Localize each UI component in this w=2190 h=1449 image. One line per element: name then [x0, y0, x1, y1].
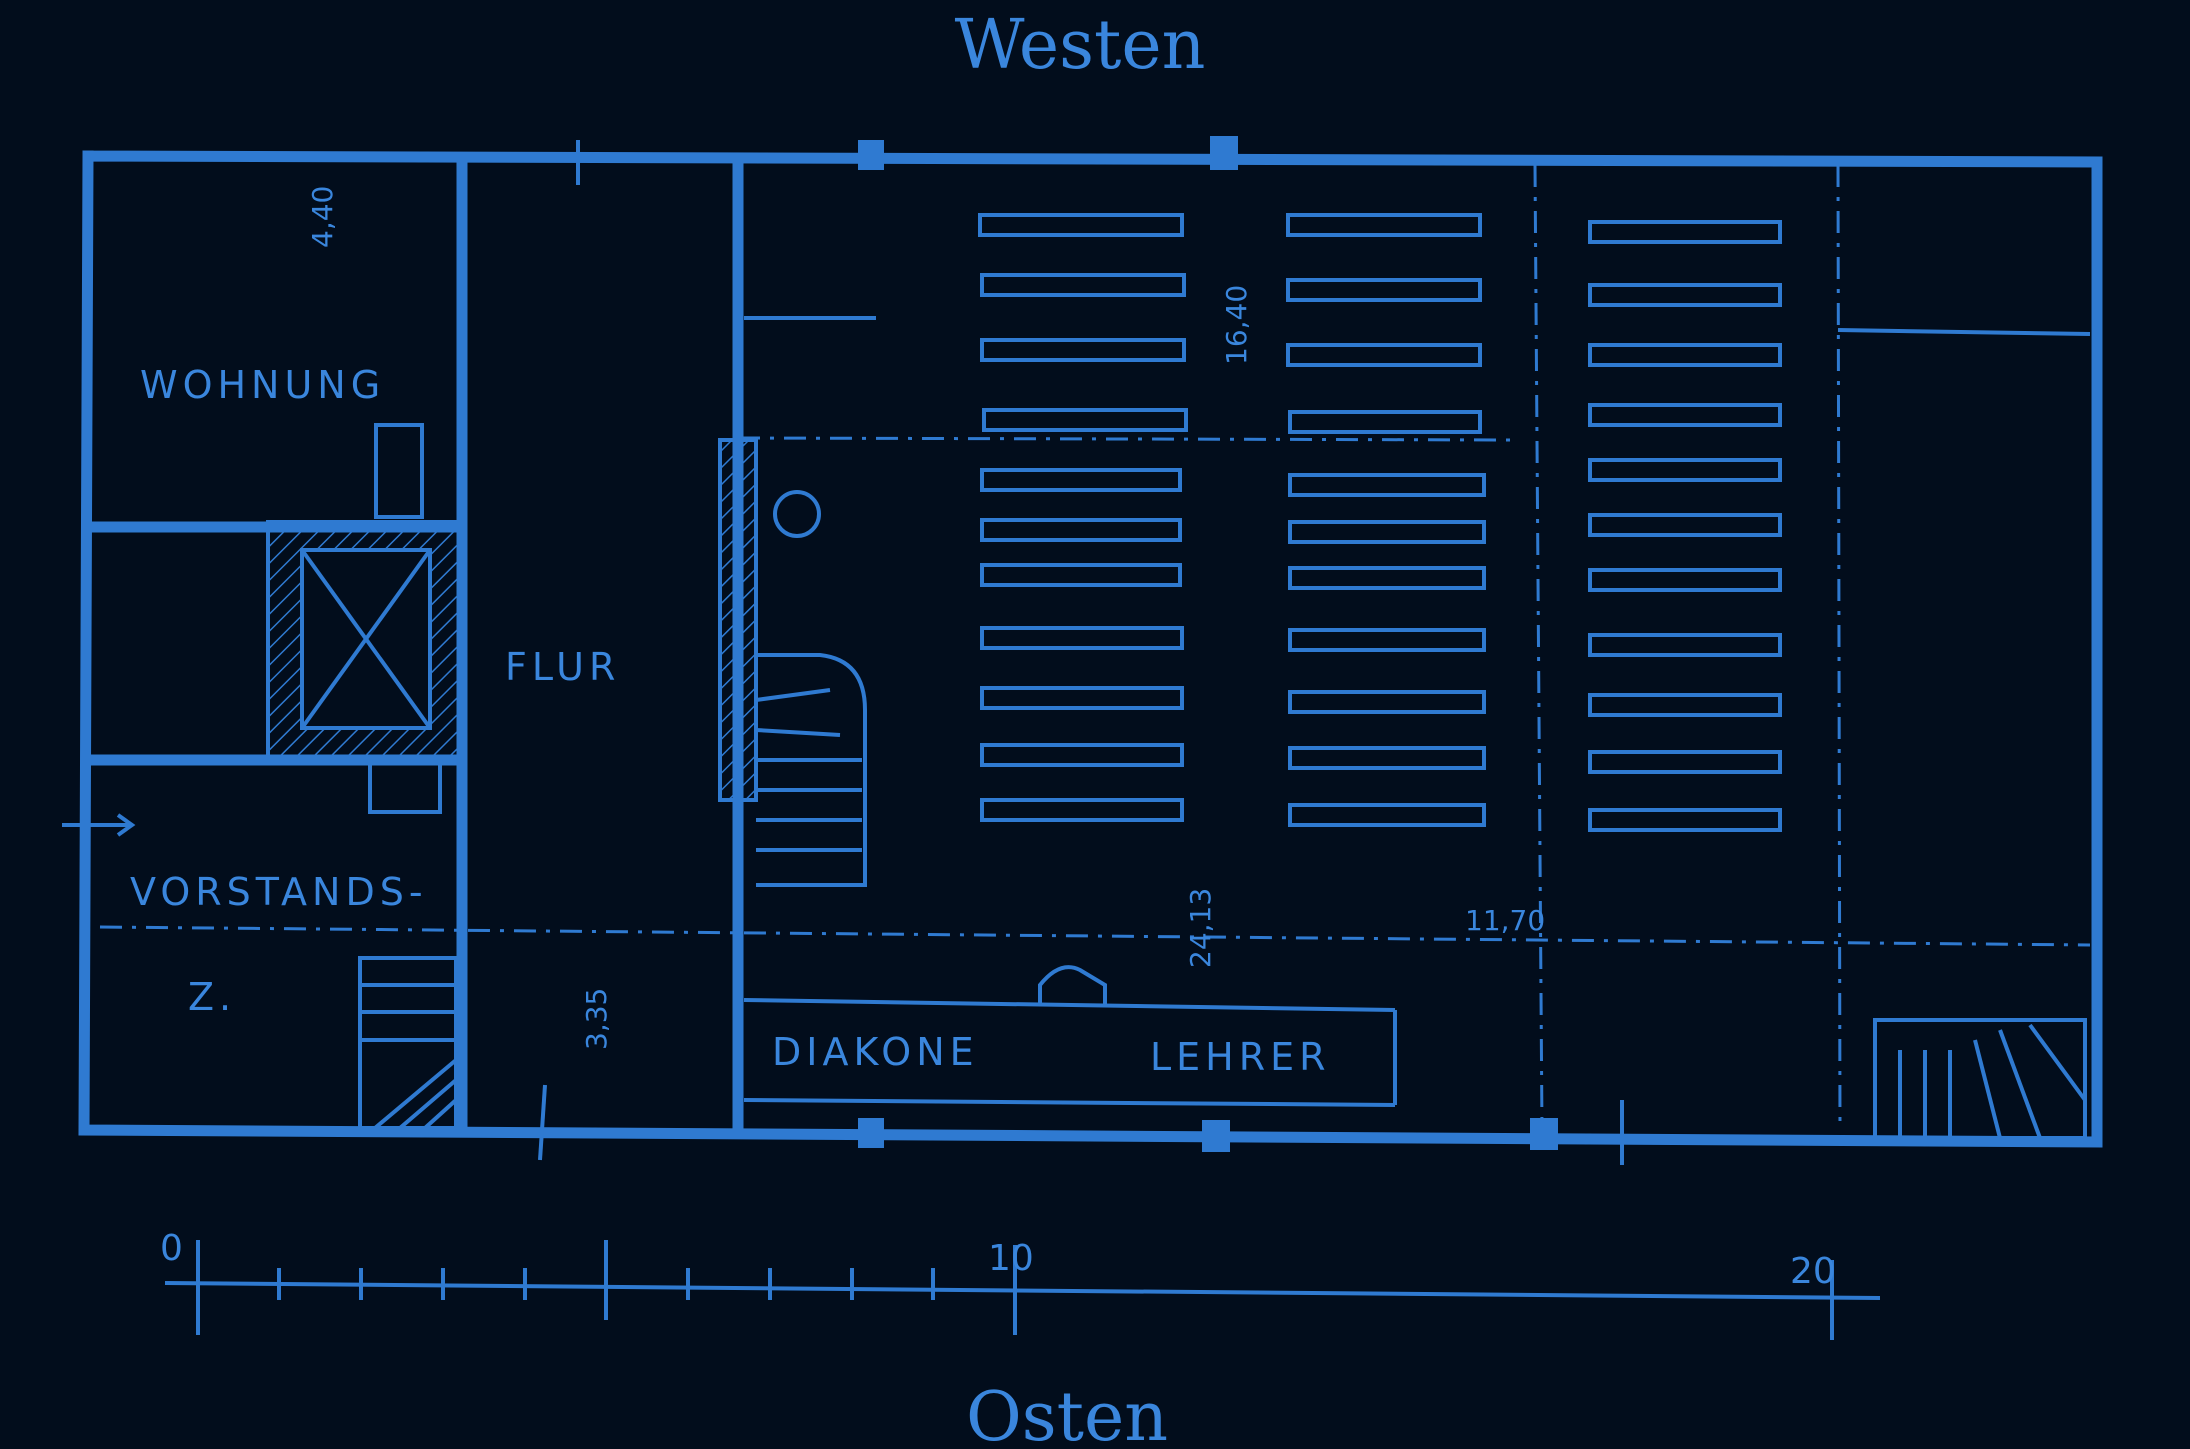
dimension-label-1170: 11,70: [1465, 904, 1545, 937]
scale-label-20: 20: [1790, 1251, 1836, 1292]
staircase-center: [755, 653, 867, 887]
entry-arrows: [62, 140, 1624, 1165]
dimension-label-335: 3,35: [580, 988, 613, 1050]
dimension-label-1640: 16,40: [1220, 285, 1253, 365]
pews-column-left: [978, 213, 1188, 822]
outer-walls: [78, 136, 2103, 1152]
room-label-vorstands-z: Z.: [188, 975, 236, 1019]
room-label-lehrer: LEHRER: [1150, 1035, 1331, 1079]
dimension-label-2413: 24,13: [1184, 888, 1217, 968]
staircase-left: [358, 956, 458, 1130]
fixtures: [368, 423, 442, 814]
pews-column-middle: [1286, 213, 1486, 827]
pews-column-right: [1588, 220, 1782, 832]
room-label-vorstands: VORSTANDS-: [130, 870, 428, 914]
scale-label-0: 0: [160, 1228, 183, 1269]
dimension-lines: [99, 164, 2091, 1131]
chimney-block: [266, 438, 821, 802]
orientation-east-label: Osten: [966, 1378, 1168, 1449]
staircase-right: [1873, 1018, 2087, 1140]
room-label-diakone: DIAKONE: [772, 1030, 979, 1074]
scale-bar: [164, 1240, 1881, 1340]
orientation-west-label: Westen: [955, 6, 1206, 85]
dimension-label-440: 4,40: [306, 186, 339, 248]
scale-label-10: 10: [988, 1238, 1034, 1279]
room-label-wohnung: WOHNUNG: [140, 363, 385, 407]
room-label-flur: FLUR: [505, 645, 620, 689]
